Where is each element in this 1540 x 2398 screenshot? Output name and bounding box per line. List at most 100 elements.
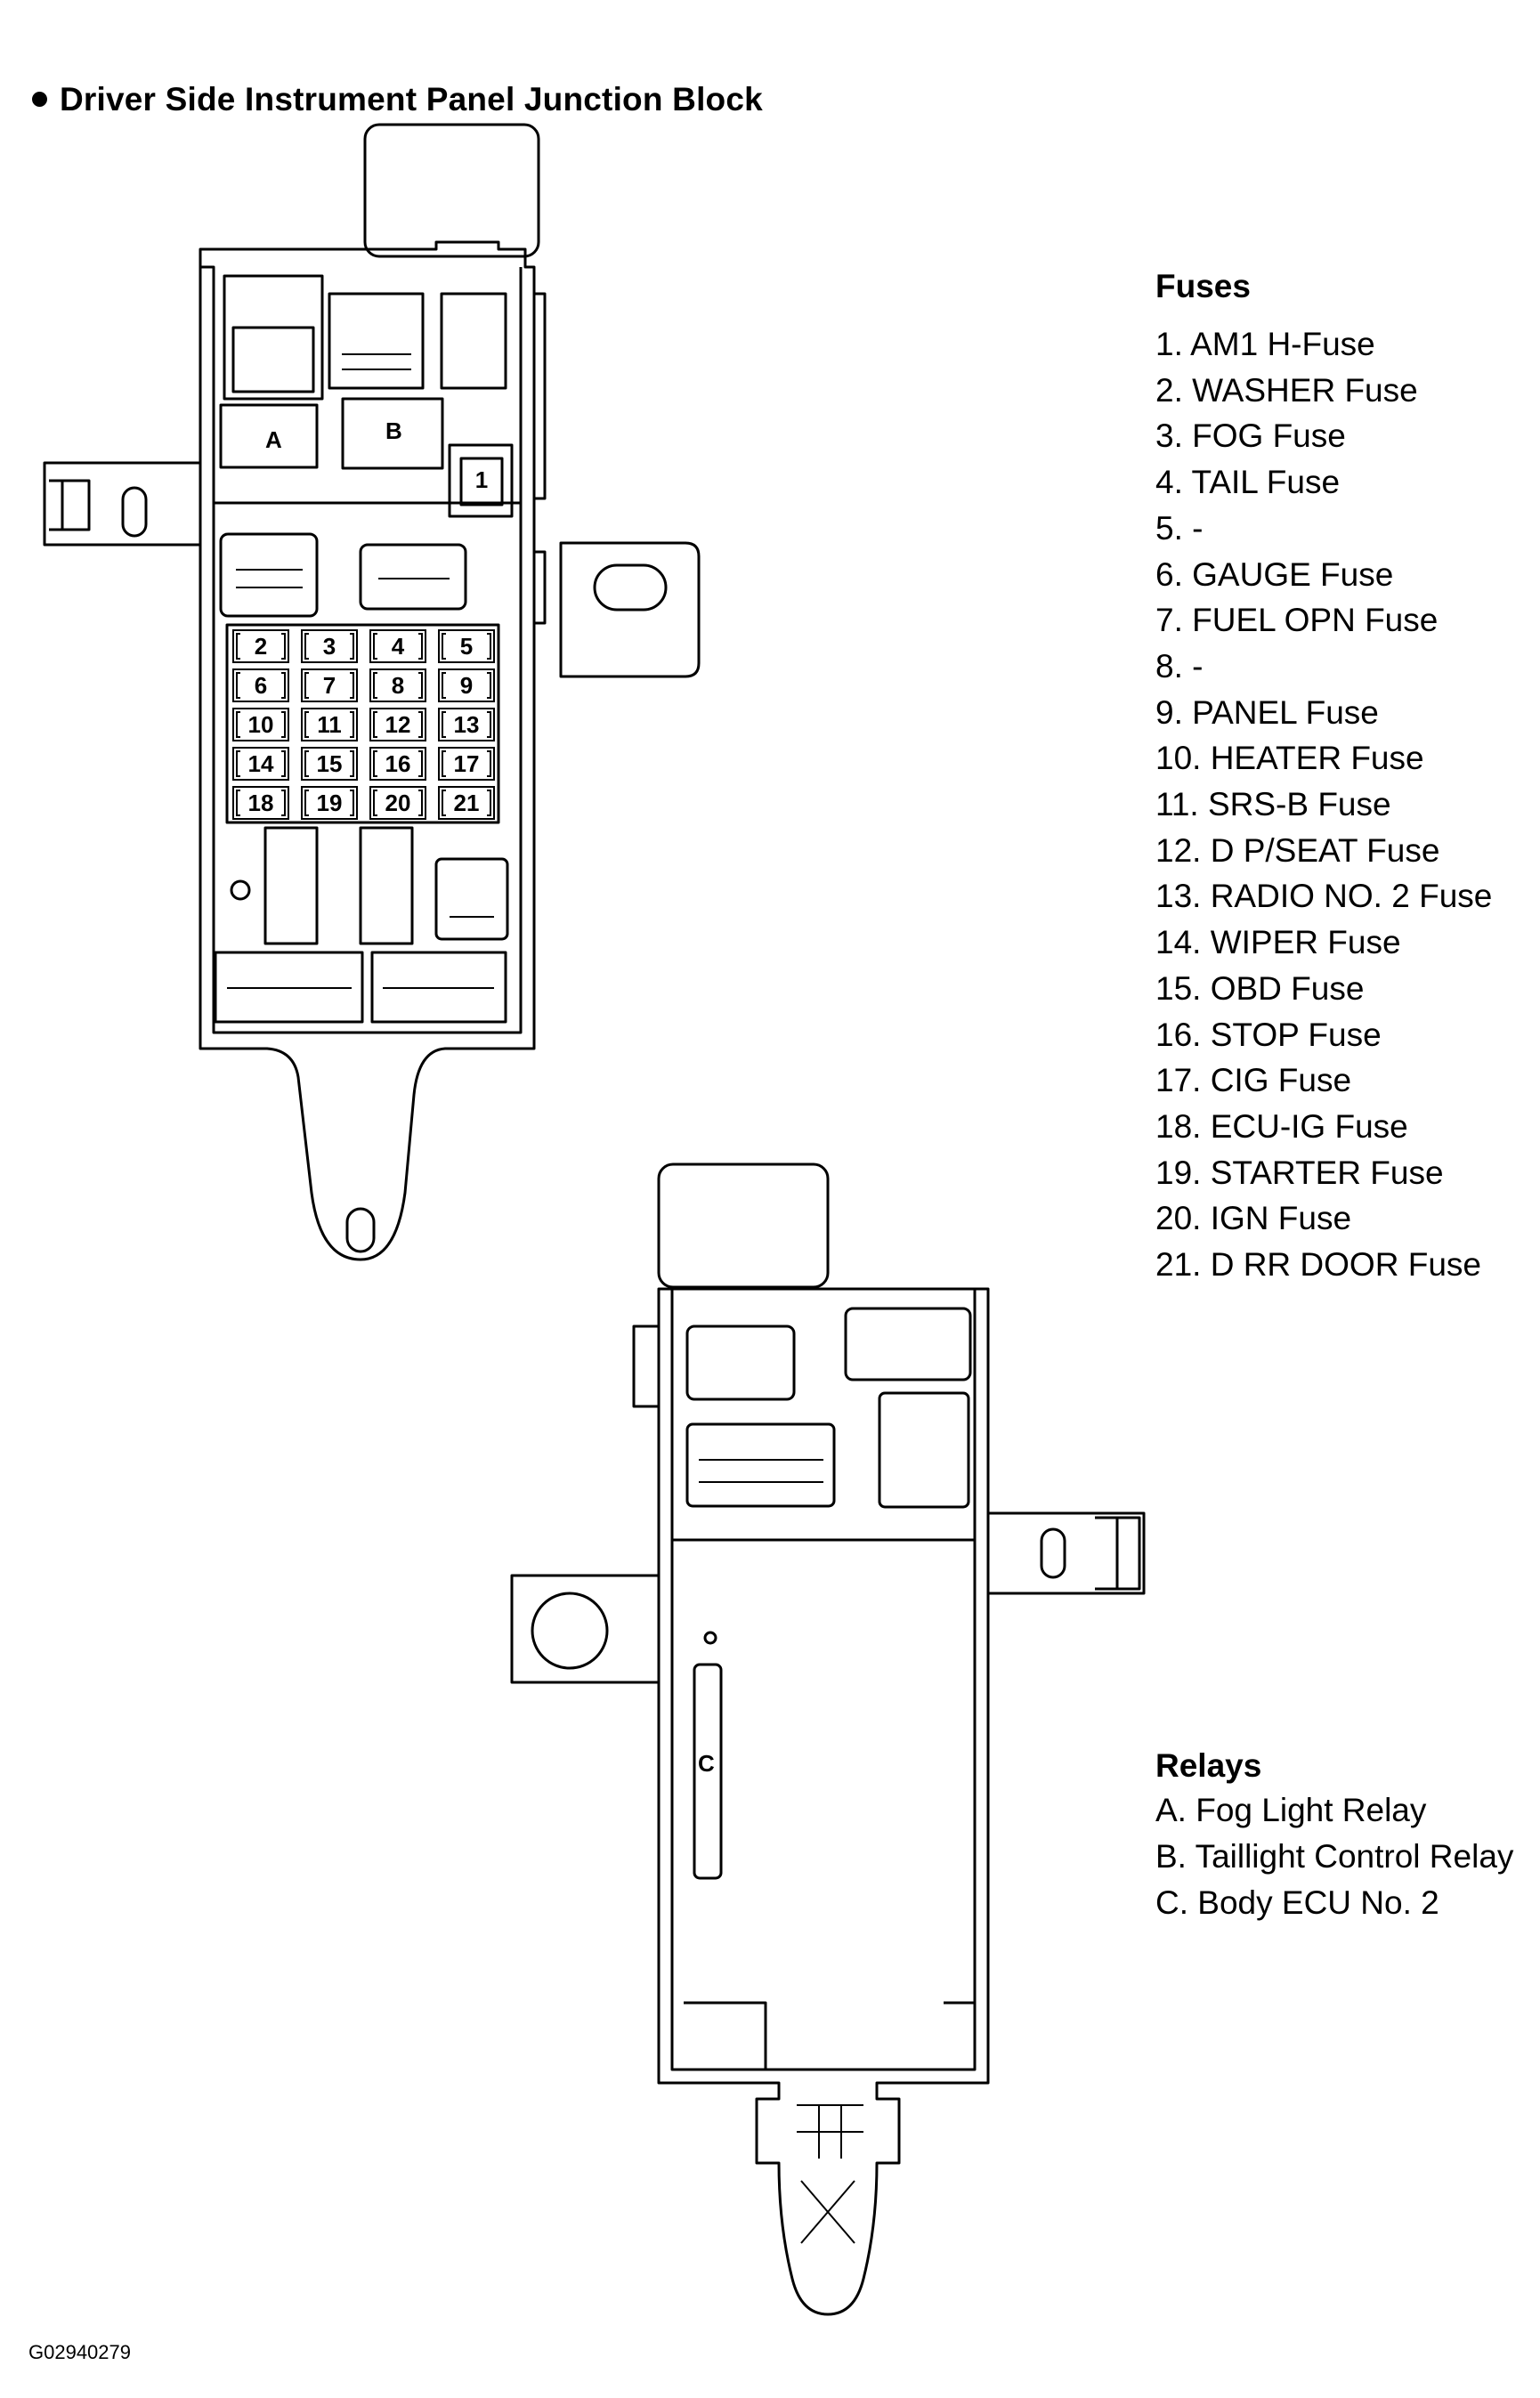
fuse-legend-item: 14. WIPER Fuse bbox=[1155, 924, 1401, 961]
fuse-slot: 11 bbox=[301, 708, 358, 741]
diagram-title: Driver Side Instrument Panel Junction Bl… bbox=[60, 80, 763, 117]
fuse-slot: 8 bbox=[369, 668, 426, 702]
fuse-number-label: 7 bbox=[323, 672, 336, 699]
fuse-slot-outline bbox=[232, 786, 289, 820]
fuse-legend-item: 7. FUEL OPN Fuse bbox=[1155, 602, 1439, 639]
relays-heading: Relays bbox=[1155, 1747, 1262, 1784]
fuse-legend-item: 2. WASHER Fuse bbox=[1155, 371, 1418, 409]
fuse-slot-outline bbox=[301, 629, 358, 663]
bottom-left-rib bbox=[632, 1325, 661, 1408]
fuse-slot-brackets bbox=[304, 711, 354, 738]
fuse-number-label: 15 bbox=[317, 750, 343, 777]
fuse-slot-outline bbox=[369, 747, 426, 781]
fuse-slot: 17 bbox=[438, 747, 495, 781]
relay-a-socket-inner bbox=[231, 326, 315, 393]
right-ear-hole bbox=[593, 563, 668, 612]
connector-bottom-left bbox=[214, 951, 364, 1024]
fuse-legend-item: 16. STOP Fuse bbox=[1155, 1016, 1382, 1053]
fuse-slot-brackets bbox=[236, 750, 286, 777]
fuse-number-label: 11 bbox=[317, 711, 342, 738]
bottom-left-ear-ring bbox=[531, 1592, 609, 1670]
bottom-tab-hole bbox=[345, 1207, 376, 1253]
fuse-slot-brackets bbox=[236, 672, 286, 699]
fuse-number-label: 21 bbox=[454, 790, 480, 816]
bottom-right-ear-hole bbox=[1040, 1527, 1066, 1579]
fuse-slot-outline bbox=[232, 747, 289, 781]
fuse-slot: 15 bbox=[301, 747, 358, 781]
fuse-slot-brackets bbox=[236, 633, 286, 660]
fuse-slot-outline bbox=[438, 786, 495, 820]
fuse-slot-outline bbox=[301, 786, 358, 820]
fuse-legend-item: 3. FOG Fuse bbox=[1155, 417, 1346, 455]
bottom-connector-upper-right bbox=[844, 1307, 972, 1381]
fuse-slot-brackets bbox=[236, 790, 286, 816]
fuse-slot-brackets bbox=[373, 672, 423, 699]
relay-a-socket-upper bbox=[223, 274, 324, 401]
fuse-slot-outline bbox=[438, 708, 495, 741]
connector-top-center bbox=[328, 292, 425, 390]
figure-code: G02940279 bbox=[28, 2341, 131, 2363]
fuse-legend-item: 18. ECU-IG Fuse bbox=[1155, 1107, 1408, 1145]
relay-legend-item: C. Body ECU No. 2 bbox=[1155, 1884, 1439, 1921]
fuse-legend-item: 12. D P/SEAT Fuse bbox=[1155, 831, 1440, 869]
fuse-slot-brackets bbox=[442, 633, 491, 660]
fuse-slot: 20 bbox=[369, 786, 426, 820]
fuse-number-label: 14 bbox=[248, 750, 274, 777]
fuse-slot-brackets bbox=[304, 672, 354, 699]
fuse-slot-brackets bbox=[373, 790, 423, 816]
connector-bottom-right bbox=[370, 951, 507, 1024]
screw-hole bbox=[230, 879, 251, 901]
fuse-slot: 5 bbox=[438, 629, 495, 663]
left-ear-clip bbox=[49, 479, 91, 531]
fuse-number-label: 2 bbox=[255, 633, 267, 660]
bottom-block-tab bbox=[657, 1163, 830, 1289]
fuse-slot-outline bbox=[438, 747, 495, 781]
relay-b-base bbox=[341, 397, 444, 470]
fuse-slot-outline bbox=[232, 629, 289, 663]
fuse-number-label: 8 bbox=[392, 672, 404, 699]
fuse-number-label: 4 bbox=[392, 633, 405, 660]
fuse-number-label: 3 bbox=[323, 633, 336, 660]
fuse-slot-outline bbox=[301, 708, 358, 741]
relay-legend-item: B. Taillight Control Relay bbox=[1155, 1838, 1514, 1875]
fuse-legend-item: 4. TAIL Fuse bbox=[1155, 464, 1341, 501]
fuse-legend-item: 5. - bbox=[1155, 509, 1204, 547]
fuse-legend-item: 1. AM1 H-Fuse bbox=[1155, 326, 1375, 362]
fuses-heading: Fuses bbox=[1155, 268, 1251, 304]
fuse-slot-brackets bbox=[236, 711, 286, 738]
fuse-number-label: 20 bbox=[385, 790, 411, 816]
bottom-block-lower-ribs bbox=[684, 2001, 975, 2070]
fuse-slot: 4 bbox=[369, 629, 426, 663]
fuse-legend-item: 8. - bbox=[1155, 647, 1204, 685]
fuse-slot: 13 bbox=[438, 708, 495, 741]
fuse-legend-item: 13. RADIO NO. 2 Fuse bbox=[1155, 878, 1493, 915]
fuse-slot-outline bbox=[369, 708, 426, 741]
fuse-legend-item: 9. PANEL Fuse bbox=[1155, 693, 1379, 731]
fuse-legend-item: 17. CIG Fuse bbox=[1155, 1062, 1352, 1099]
fuse-slot-outline bbox=[232, 708, 289, 741]
fuse-number-label: 5 bbox=[460, 633, 473, 660]
fuse-number-label: 9 bbox=[460, 672, 473, 699]
fuse-slot: 3 bbox=[301, 629, 358, 663]
fuse-legend-item: 11. SRS-B Fuse bbox=[1155, 786, 1391, 823]
fuse-slot: 7 bbox=[301, 668, 358, 702]
fuse-number-label: 19 bbox=[317, 790, 343, 816]
bullet-icon bbox=[32, 92, 47, 108]
fuse-slot-outline bbox=[438, 629, 495, 663]
fuse-number-label: 16 bbox=[385, 750, 411, 777]
connector-top-right bbox=[440, 292, 507, 390]
fuse-slot-brackets bbox=[442, 711, 491, 738]
fuse-slot: 12 bbox=[369, 708, 426, 741]
ecu-c-label: C bbox=[698, 1750, 715, 1777]
fuse-slot-outline bbox=[369, 786, 426, 820]
relay-a-label: A bbox=[265, 426, 282, 453]
bottom-connector-middle-right bbox=[878, 1391, 970, 1509]
ecu-c-connector bbox=[693, 1663, 723, 1880]
fuse-slot-outline bbox=[301, 668, 358, 702]
fuse-slot-outline bbox=[369, 629, 426, 663]
fuse-1-label: 1 bbox=[475, 466, 488, 493]
bottom-connector-upper-left bbox=[685, 1325, 796, 1401]
